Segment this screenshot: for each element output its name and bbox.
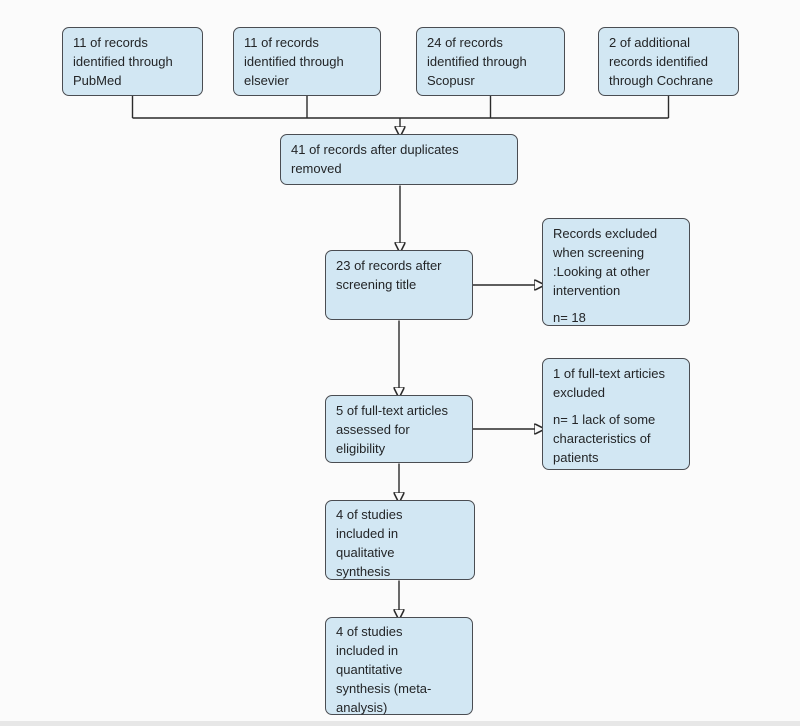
node-screening-excluded: Records excluded when screening :Looking…: [542, 218, 690, 326]
merge-bus-line: [131, 96, 670, 119]
node-quantitative-label: 4 of studies included in quantitative sy…: [336, 624, 432, 715]
node-cochrane-label: 2 of additional records identified throu…: [609, 35, 714, 88]
node-qualitative: 4 of studies included in qualitative syn…: [325, 500, 475, 580]
node-duplicates-removed-label: 41 of records after duplicates removed: [291, 142, 459, 176]
node-screening-excluded-reason: Records excluded when screening :Looking…: [553, 226, 658, 298]
node-elsevier: 11 of records identified through elsevie…: [233, 27, 381, 96]
node-eligibility-label: 5 of full-text articles assessed for eli…: [336, 403, 448, 456]
node-pubmed-label: 11 of records identified through PubMed: [73, 35, 173, 88]
node-screening-excluded-count: n= 18: [553, 310, 586, 325]
node-quantitative: 4 of studies included in quantitative sy…: [325, 617, 473, 715]
node-screening-label: 23 of records after screening title: [336, 258, 442, 292]
node-duplicates-removed: 41 of records after duplicates removed: [280, 134, 518, 185]
page-bottom-edge: [0, 721, 800, 726]
node-cochrane: 2 of additional records identified throu…: [598, 27, 739, 96]
node-pubmed: 11 of records identified through PubMed: [62, 27, 203, 96]
node-qualitative-label: 4 of studies included in qualitative syn…: [336, 507, 403, 579]
node-fulltext-excluded-reason: 1 of full-text articies excluded: [553, 366, 665, 400]
node-screening: 23 of records after screening title: [325, 250, 473, 320]
node-elsevier-label: 11 of records identified through elsevie…: [244, 35, 344, 88]
node-scopus-label: 24 of records identified through Scopusr: [427, 35, 527, 88]
node-fulltext-excluded: 1 of full-text articies excluded n= 1 la…: [542, 358, 690, 470]
node-fulltext-excluded-count: n= 1 lack of some characteristics of pat…: [553, 412, 656, 465]
node-eligibility: 5 of full-text articles assessed for eli…: [325, 395, 473, 463]
node-scopus: 24 of records identified through Scopusr: [416, 27, 565, 96]
